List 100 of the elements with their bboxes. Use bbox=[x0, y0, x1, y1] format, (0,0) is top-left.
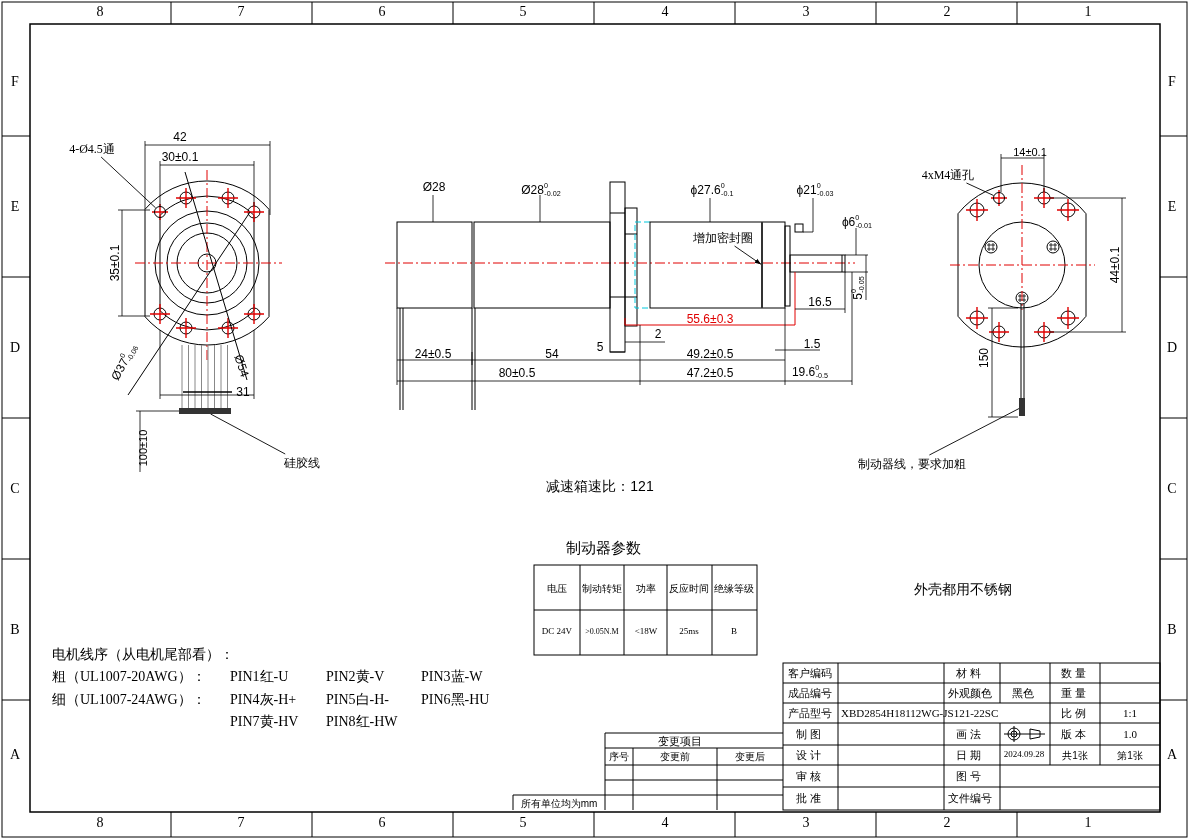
title-block-text: 1.0 bbox=[1123, 727, 1137, 741]
zone-label: B bbox=[10, 622, 20, 638]
title-block-text: 材料 bbox=[956, 666, 984, 680]
table-header: 功率 bbox=[636, 582, 656, 594]
title-block-text: 第1张 bbox=[1117, 749, 1143, 761]
title-block-text: 数量 bbox=[1061, 666, 1089, 680]
zone-label: 3 bbox=[802, 4, 810, 20]
title-block-text: 日期 bbox=[956, 748, 984, 762]
table-header: 绝缘等级 bbox=[714, 582, 754, 594]
title-block-text: 审核 bbox=[796, 769, 824, 783]
title-block-text: 成品编号 bbox=[788, 686, 832, 700]
wiring-note: PIN8红-HW bbox=[326, 714, 398, 730]
zone-label: 6 bbox=[378, 815, 386, 831]
dimension-text: Ø54 bbox=[231, 353, 251, 379]
zone-label: F bbox=[11, 74, 19, 90]
title-block-text: 批准 bbox=[796, 791, 824, 805]
note-text: 减速箱速比：121 bbox=[546, 479, 654, 495]
title-block-text: 变更前 bbox=[660, 750, 690, 762]
table-header: 反应时间 bbox=[669, 582, 709, 594]
zone-label: 2 bbox=[943, 815, 951, 831]
dimension-text: 42 bbox=[173, 131, 187, 145]
table-value: <18W bbox=[634, 627, 658, 637]
title-block-text: 共1张 bbox=[1062, 749, 1088, 761]
dimension-text: 55.6±0.3 bbox=[686, 313, 734, 327]
dimension-text: 14±0.1 bbox=[1013, 145, 1047, 159]
wiring-note: PIN4灰-H+ bbox=[230, 692, 297, 708]
table-value: DC 24V bbox=[541, 627, 573, 637]
title-block-text: 序号 bbox=[609, 750, 629, 762]
dimension-text: 31 bbox=[236, 386, 250, 400]
zone-label: 1 bbox=[1084, 4, 1092, 20]
wiring-note: PIN1红-U bbox=[230, 669, 289, 685]
dimension-text: 100±10 bbox=[136, 429, 150, 467]
table-header: 电压 bbox=[547, 582, 567, 594]
dimension-text: 2 bbox=[654, 328, 662, 342]
table-value: >0.05N.M bbox=[585, 627, 619, 637]
leader-line bbox=[210, 413, 286, 455]
dimension-text: 30±0.1 bbox=[161, 151, 199, 165]
title-block-text: XBD2854H18112WG-JS121-22SC bbox=[841, 706, 999, 720]
note-text: 外壳都用不锈钢 bbox=[914, 582, 1012, 598]
title-block-text: 比例 bbox=[1061, 706, 1089, 720]
zone-label: 4 bbox=[661, 4, 669, 20]
leader-line bbox=[966, 182, 994, 196]
wire-end bbox=[1019, 398, 1025, 416]
dimension-text: 80±0.5 bbox=[498, 367, 536, 381]
zone-label: 3 bbox=[802, 815, 810, 831]
zone-label: 5 bbox=[519, 4, 527, 20]
dimension-text: Ø28 bbox=[422, 181, 446, 195]
zone-label: C bbox=[1167, 481, 1177, 497]
wiring-note: 细（UL1007-24AWG）： bbox=[52, 692, 206, 708]
dimension-text: 49.2±0.5 bbox=[686, 348, 734, 362]
dimension-text: 24±0.5 bbox=[414, 348, 452, 362]
zone-label: B bbox=[1167, 622, 1177, 638]
leader-text: 增加密封圈 bbox=[686, 230, 760, 246]
title-block-text: 客户编码 bbox=[788, 666, 832, 680]
zone-label: 1 bbox=[1084, 815, 1092, 831]
zone-label: D bbox=[9, 340, 21, 356]
leader-text: 制动器线，要求加粗 bbox=[843, 455, 981, 473]
wiring-note: 粗（UL1007-20AWG）： bbox=[52, 669, 206, 685]
zone-label: 7 bbox=[237, 815, 245, 831]
zone-label: E bbox=[1167, 199, 1177, 215]
title-block-text: 黑色 bbox=[1012, 686, 1034, 700]
leader-text: 硅胶线 bbox=[278, 454, 326, 472]
table-title: 制动器参数 bbox=[565, 539, 641, 557]
dimension-text: 1.5 bbox=[803, 338, 821, 352]
leader-text: 4-Ø4.5通 bbox=[56, 140, 128, 157]
dimension-text: 47.2±0.5 bbox=[686, 367, 734, 381]
title-block-text: 图号 bbox=[956, 769, 984, 783]
title-block-text: 文件编号 bbox=[948, 791, 992, 805]
dimension-text: 150 bbox=[978, 348, 992, 368]
table-value: 25ms bbox=[679, 627, 699, 637]
title-block-text: 版本 bbox=[1061, 727, 1089, 741]
zone-label: 5 bbox=[519, 815, 527, 831]
wiring-note: PIN7黄-HV bbox=[230, 714, 299, 730]
title-block-text: 变更后 bbox=[735, 750, 765, 762]
zone-label: 8 bbox=[96, 4, 104, 20]
zone-label: 4 bbox=[661, 815, 669, 831]
zone-label: A bbox=[1166, 747, 1178, 763]
leader-text: 4xM4通孔 bbox=[914, 166, 982, 183]
wiring-note: PIN2黄-V bbox=[326, 669, 385, 685]
leader-line bbox=[928, 408, 1020, 456]
zone-label: E bbox=[10, 199, 20, 215]
dimension-text: 44±0.1 bbox=[1109, 246, 1123, 284]
wiring-note: PIN3蓝-W bbox=[421, 669, 483, 685]
wiring-note: PIN5白-H- bbox=[326, 692, 389, 708]
wiring-note: PIN6黑-HU bbox=[421, 692, 490, 708]
title-block-text: 变更项目 bbox=[658, 734, 702, 748]
dimension-text: 35±0.1 bbox=[109, 244, 123, 282]
table-value: B bbox=[731, 627, 737, 637]
dimension-text: 16.5 bbox=[808, 296, 832, 310]
dimension-text: 54 bbox=[545, 348, 559, 362]
title-block-text: 画法 bbox=[956, 727, 984, 741]
dimension-text: 5 bbox=[596, 341, 604, 355]
leader-line bbox=[100, 156, 157, 209]
zone-label: F bbox=[1168, 74, 1176, 90]
zone-label: C bbox=[10, 481, 20, 497]
title-block-text: 所有单位均为mm bbox=[520, 797, 598, 809]
zone-label: 6 bbox=[378, 4, 386, 20]
zone-label: D bbox=[1166, 340, 1178, 356]
wiring-note: 电机线序（从电机尾部看）： bbox=[52, 647, 234, 663]
zone-label: 7 bbox=[237, 4, 245, 20]
